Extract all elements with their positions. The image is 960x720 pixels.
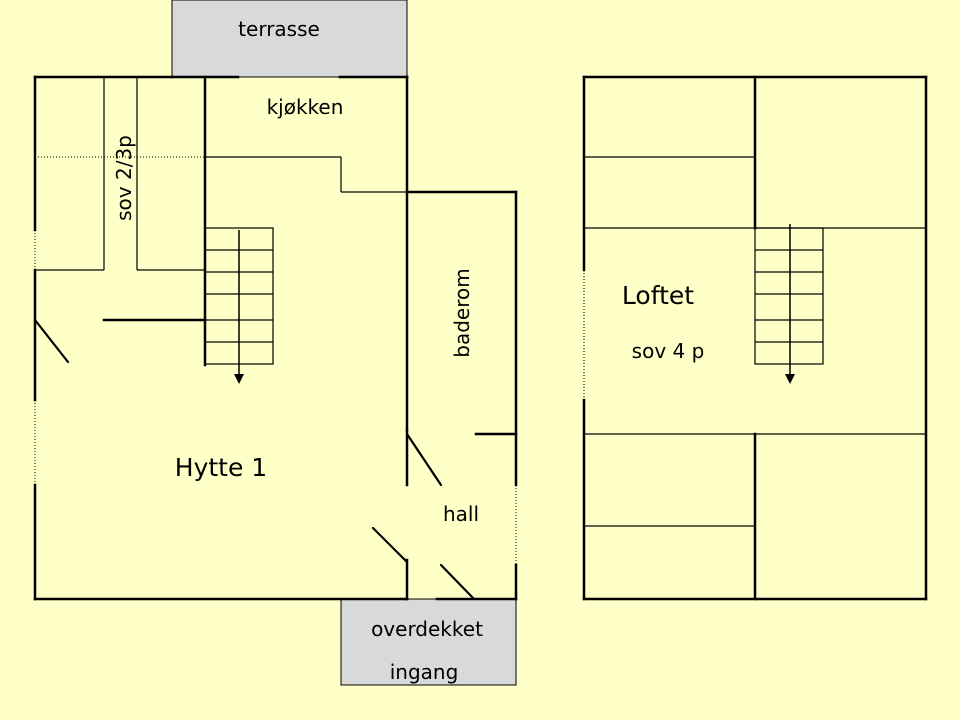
loft-plan: Loftet sov 4 p [582, 75, 928, 601]
hall-label: hall [443, 502, 479, 526]
bathroom-label: baderom [450, 268, 474, 357]
entrance-label-line1: overdekket [371, 617, 483, 641]
loft-partitions [584, 75, 926, 601]
terrace-label: terrasse [238, 17, 320, 41]
outer-walls [33, 75, 518, 601]
entrance-label-line2: ingang [390, 660, 459, 684]
terrace-area [171, 0, 408, 78]
arrow-down-icon [234, 230, 244, 384]
hytte1-plan: terrasse overdekket ingang [33, 0, 518, 686]
loft-sublabel: sov 4 p [632, 339, 705, 363]
loft-arrow-down-icon [785, 224, 795, 384]
loft-staircase [754, 227, 824, 365]
entrance-area [340, 598, 517, 686]
loft-title: Loftet [622, 281, 694, 310]
bedroom-walls [35, 77, 205, 271]
kitchen-label: kjøkken [267, 95, 344, 119]
hytte1-title: Hytte 1 [175, 453, 267, 482]
kitchen-walls [203, 75, 407, 367]
bedroom-label: sov 2/3p [112, 135, 136, 221]
doors [33, 318, 476, 601]
